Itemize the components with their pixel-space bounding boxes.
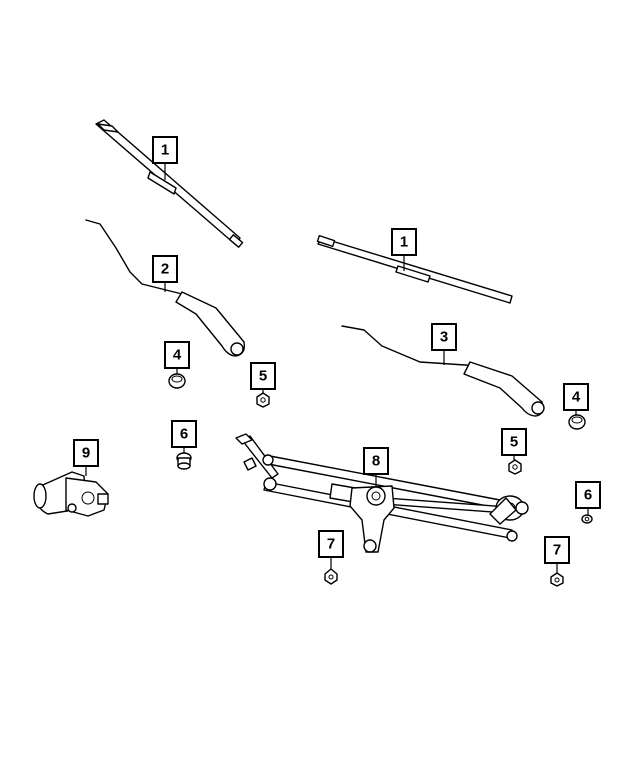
callout-3: 3	[431, 323, 457, 351]
callout-2: 2	[152, 255, 178, 283]
grommet-6-right	[581, 514, 593, 524]
callout-1-right: 1	[391, 228, 417, 256]
wiper-motor-9	[33, 471, 109, 517]
callout-label: 6	[180, 426, 188, 443]
wiper-linkage-8	[235, 433, 529, 553]
callout-label: 5	[259, 368, 267, 385]
callout-9: 9	[73, 439, 99, 467]
leader-lines	[85, 163, 589, 573]
callout-5-left: 5	[250, 362, 276, 390]
callout-6-right: 6	[575, 481, 601, 509]
callout-label: 3	[440, 329, 448, 346]
wiper-arm-right	[341, 325, 545, 417]
callout-label: 9	[82, 445, 90, 462]
callout-label: 4	[572, 389, 581, 406]
grommet-6-left	[176, 452, 192, 470]
callout-label: 7	[553, 542, 561, 559]
callout-7-right: 7	[544, 536, 570, 564]
wiper-blade-right	[316, 234, 513, 304]
callout-label: 1	[161, 142, 169, 159]
callout-6-left: 6	[171, 420, 197, 448]
nut-5-right	[508, 459, 522, 475]
wiper-blade-left	[95, 119, 244, 248]
callout-5-right: 5	[501, 428, 527, 456]
callout-label: 5	[510, 434, 518, 451]
cap-4-left	[168, 373, 186, 389]
callout-4-right: 4	[563, 383, 589, 411]
callout-7-left: 7	[318, 530, 344, 558]
nut-5-left	[256, 392, 270, 408]
nut-7-right	[550, 572, 564, 587]
callout-label: 6	[584, 487, 592, 504]
callout-1-left: 1	[152, 136, 178, 164]
callout-label: 8	[372, 453, 380, 470]
nut-7-left	[324, 568, 338, 585]
callout-label: 4	[173, 347, 182, 364]
callout-8: 8	[363, 447, 389, 475]
callout-label: 7	[327, 536, 335, 553]
callout-label: 2	[161, 261, 169, 278]
cap-4-right	[568, 414, 586, 430]
callout-label: 1	[400, 234, 408, 251]
callout-4-left: 4	[164, 341, 190, 369]
